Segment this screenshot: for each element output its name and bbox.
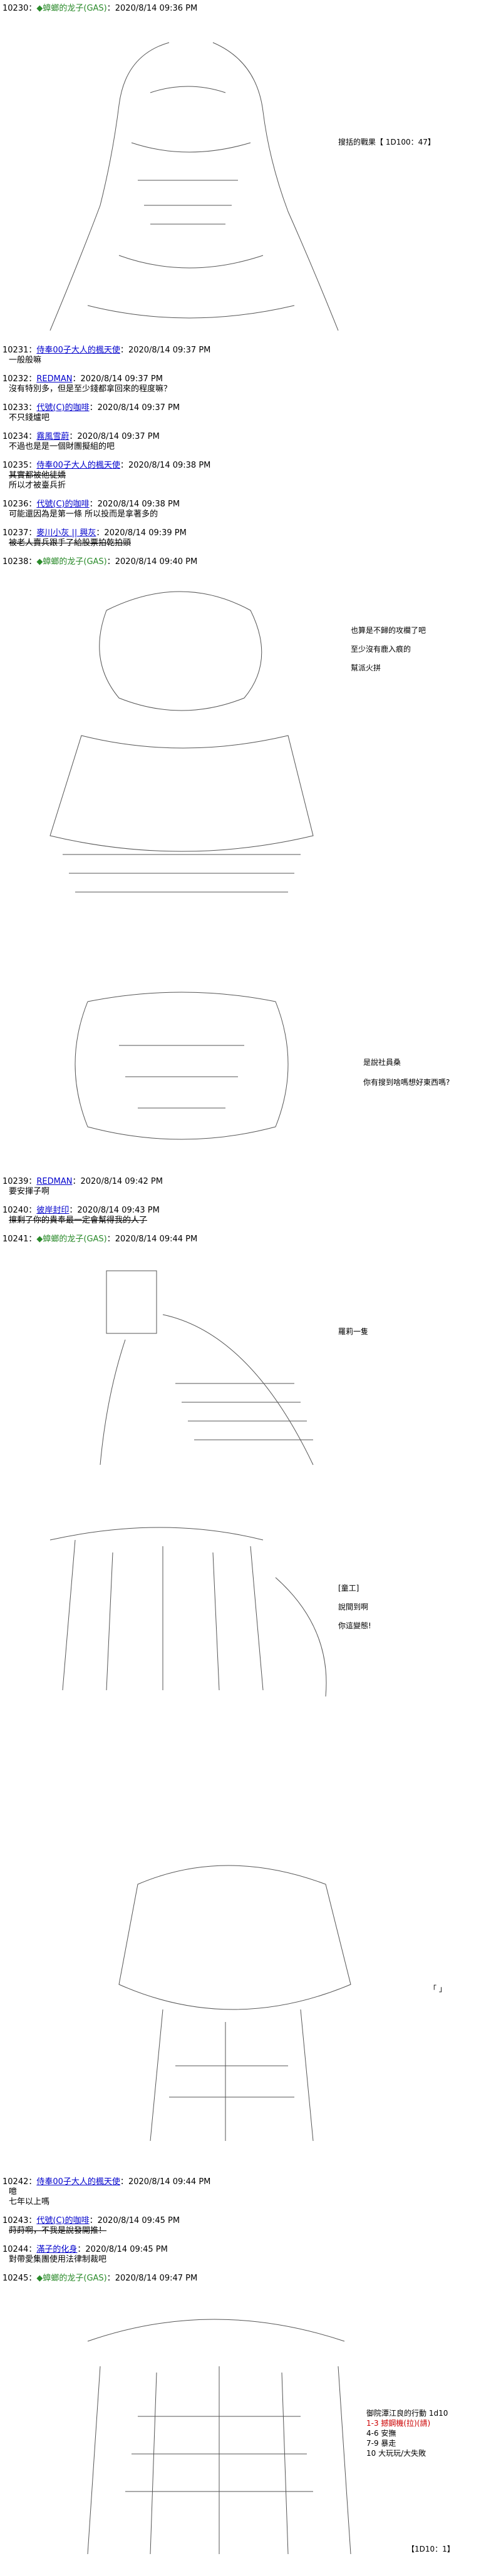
poster-name-link[interactable]: REDMAN [36, 1177, 73, 1186]
post-10240: 10240：彼岸封印：2020/8/14 09:43 PM 擦剩了你的貴奉最一定… [3, 1206, 160, 1225]
dice-result: 【1D10：1】 [407, 2545, 455, 2553]
ascii-art-figure [49, 42, 339, 331]
poster-name: ◆蟑螂的龙子(GAS) [36, 1234, 107, 1244]
ascii-art-figure [49, 1527, 327, 1697]
ascii-art-figure [75, 992, 289, 1140]
ascii-art-figure [118, 1865, 351, 2142]
aa-caption: 說間到啊 [338, 1603, 369, 1611]
aa-caption: 羅莉一隻 [338, 1327, 369, 1336]
aa-caption: 御院潭江良的行動 1d10 [366, 2409, 448, 2418]
aa-caption: 幫派火拼 [351, 664, 381, 672]
poster-name-link[interactable]: 代號(C)的咖啡 [36, 403, 90, 413]
post-10235: 10235：侍奉00子大人的楓天使：2020/8/14 09:38 PM 其實都… [3, 461, 211, 490]
post-10239: 10239：REDMAN：2020/8/14 09:42 PM 要安揮子啊 [3, 1177, 163, 1196]
ascii-art-figure [49, 591, 314, 893]
post-10234: 10234：霧風雪蔚：2020/8/14 09:37 PM 不過也是是一個財團擬… [3, 432, 160, 451]
poster-name-link[interactable]: 滿子的化身 [36, 2245, 78, 2254]
post-10233: 10233：代號(C)的咖啡：2020/8/14 09:37 PM 不只錢爐吧 [3, 403, 180, 423]
post-10242: 10242：侍奉00子大人的楓天使：2020/8/14 09:44 PM 噫 七… [3, 2177, 211, 2207]
post-10244: 10244：滿子的化身：2020/8/14 09:45 PM 對帶愛集團使用法律… [3, 2245, 168, 2264]
aa-caption: 你這變態! [338, 1621, 371, 1630]
post-10230: 10230：◆蟑螂的龙子(GAS)：2020/8/14 09:36 PM [3, 4, 198, 13]
poster-name-link[interactable]: 侍奉00子大人的楓天使 [36, 346, 120, 355]
poster-name-link[interactable]: 代號(C)的咖啡 [36, 500, 90, 509]
post-10236: 10236：代號(C)的咖啡：2020/8/14 09:38 PM 可能還因為是… [3, 500, 180, 519]
poster-name-link[interactable]: 霧風雪蔚 [36, 432, 70, 441]
post-10237: 10237：麥川小灰 || 興灰：2020/8/14 09:39 PM 被老人賣… [3, 528, 187, 548]
aa-caption: 是說社員桑 [363, 1058, 401, 1067]
post-10238: 10238：◆蟑螂的龙子(GAS)：2020/8/14 09:40 PM [3, 557, 198, 567]
aa-caption: 你有搜到啥嗎想好東西嗎? [363, 1078, 450, 1087]
aa-caption: 10 大玩玩/大失敗 [366, 2449, 426, 2458]
poster-name-link[interactable]: 代號(C)的咖啡 [36, 2216, 90, 2225]
ascii-art-figure [87, 2319, 351, 2555]
aa-caption-red: 1-3 撼鋼機(拉)(請) [366, 2419, 431, 2428]
aa-caption: [童工] [338, 1584, 359, 1593]
post-10241: 10241：◆蟑螂的龙子(GAS)：2020/8/14 09:44 PM [3, 1234, 198, 1244]
poster-name-link[interactable]: 侍奉00子大人的楓天使 [36, 461, 120, 470]
aa-caption: 7-9 暴走 [366, 2439, 396, 2448]
aa-caption: 搜括的戰果【 1D100：47】 [338, 138, 435, 146]
aa-caption: 也算是不歸的攻欄了吧 [351, 626, 426, 635]
poster-name-link[interactable]: 麥川小灰 || 興灰 [36, 528, 96, 538]
aa-caption: 4-6 安撫 [366, 2429, 396, 2438]
post-10243: 10243：代號(C)的咖啡：2020/8/14 09:45 PM 莳莳啊，不我… [3, 2216, 180, 2235]
poster-name-link[interactable]: REDMAN [36, 374, 73, 384]
aa-caption: 「 」 [429, 1984, 447, 1993]
poster-name-link[interactable]: 侍奉00子大人的楓天使 [36, 2177, 120, 2187]
poster-name: ◆蟑螂的龙子(GAS) [36, 2274, 107, 2283]
post-10232: 10232：REDMAN：2020/8/14 09:37 PM 沒有特別多，但是… [3, 374, 172, 394]
post-10245: 10245：◆蟑螂的龙子(GAS)：2020/8/14 09:47 PM [3, 2274, 198, 2283]
poster-name-link[interactable]: 彼岸封印 [36, 1206, 70, 1215]
ascii-art-figure [100, 1270, 314, 1465]
poster-name: ◆蟑螂的龙子(GAS) [36, 557, 107, 567]
poster-name: ◆蟑螂的龙子(GAS) [36, 4, 107, 13]
post-10231: 10231：侍奉00子大人的楓天使：2020/8/14 09:37 PM 一般般… [3, 346, 211, 365]
aa-caption: 至少沒有鹿入痕的 [351, 645, 411, 654]
